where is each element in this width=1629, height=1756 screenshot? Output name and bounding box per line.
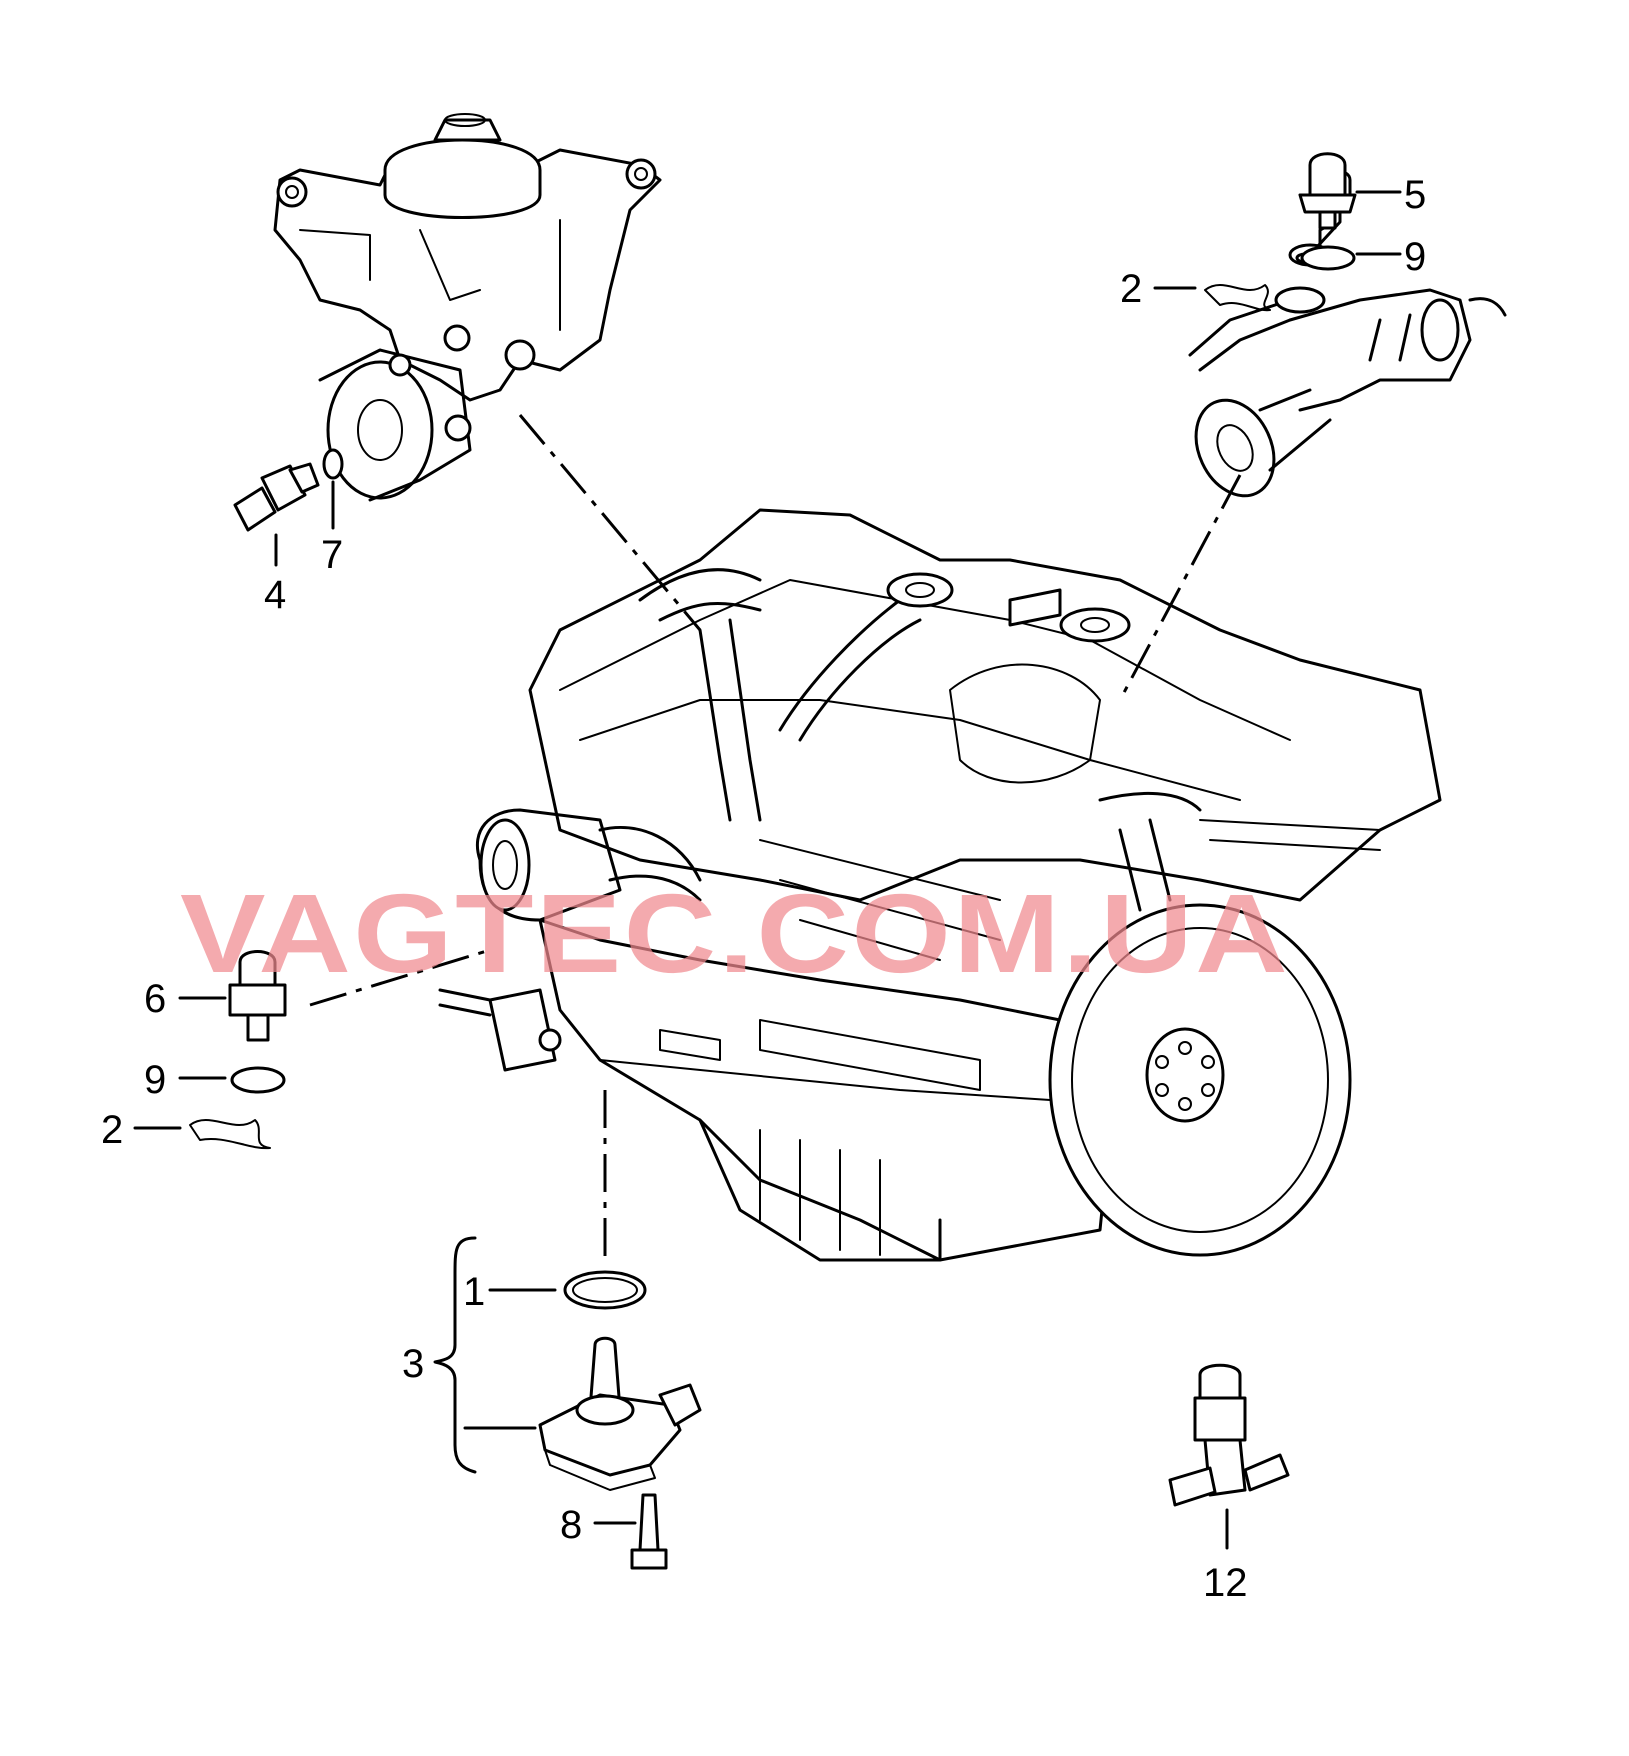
washer-part-7 <box>322 448 344 480</box>
callout-9-left: 9 <box>144 1058 166 1102</box>
washer-part-9-top <box>1300 245 1356 271</box>
sealant-part-2-left <box>189 1119 271 1150</box>
assembly-lines <box>309 414 1242 1265</box>
callout-7: 7 <box>321 533 343 577</box>
sensor-part-5 <box>1298 152 1357 230</box>
coolant-flange <box>1188 169 1507 498</box>
callout-4: 4 <box>264 573 286 617</box>
oil-level-sensor-part-3 <box>538 1336 702 1491</box>
washer-part-9-left <box>230 1066 286 1094</box>
engine-block <box>438 508 1442 1262</box>
temp-sender-part-4 <box>233 462 320 532</box>
callouts: 5 9 2 7 4 6 9 2 1 3 8 12 <box>101 173 1426 1605</box>
bolt-part-8 <box>630 1493 668 1570</box>
callout-1: 1 <box>463 1270 485 1314</box>
leader-lines <box>133 190 1402 1550</box>
callout-8: 8 <box>560 1503 582 1547</box>
callout-9-top: 9 <box>1404 235 1426 279</box>
callout-5: 5 <box>1404 173 1426 217</box>
oil-filter-bracket <box>273 113 662 502</box>
sealant-part-2-top <box>1204 284 1271 312</box>
callout-2-top: 2 <box>1120 267 1142 311</box>
callout-6: 6 <box>144 977 166 1021</box>
callout-12: 12 <box>1203 1561 1248 1605</box>
callout-2-left: 2 <box>101 1108 123 1152</box>
sensor-part-6 <box>228 950 287 1042</box>
sensor-part-12 <box>1168 1363 1290 1507</box>
watermark-text: VAGTEC.COM.UA <box>180 871 1290 996</box>
callout-3: 3 <box>402 1342 424 1386</box>
